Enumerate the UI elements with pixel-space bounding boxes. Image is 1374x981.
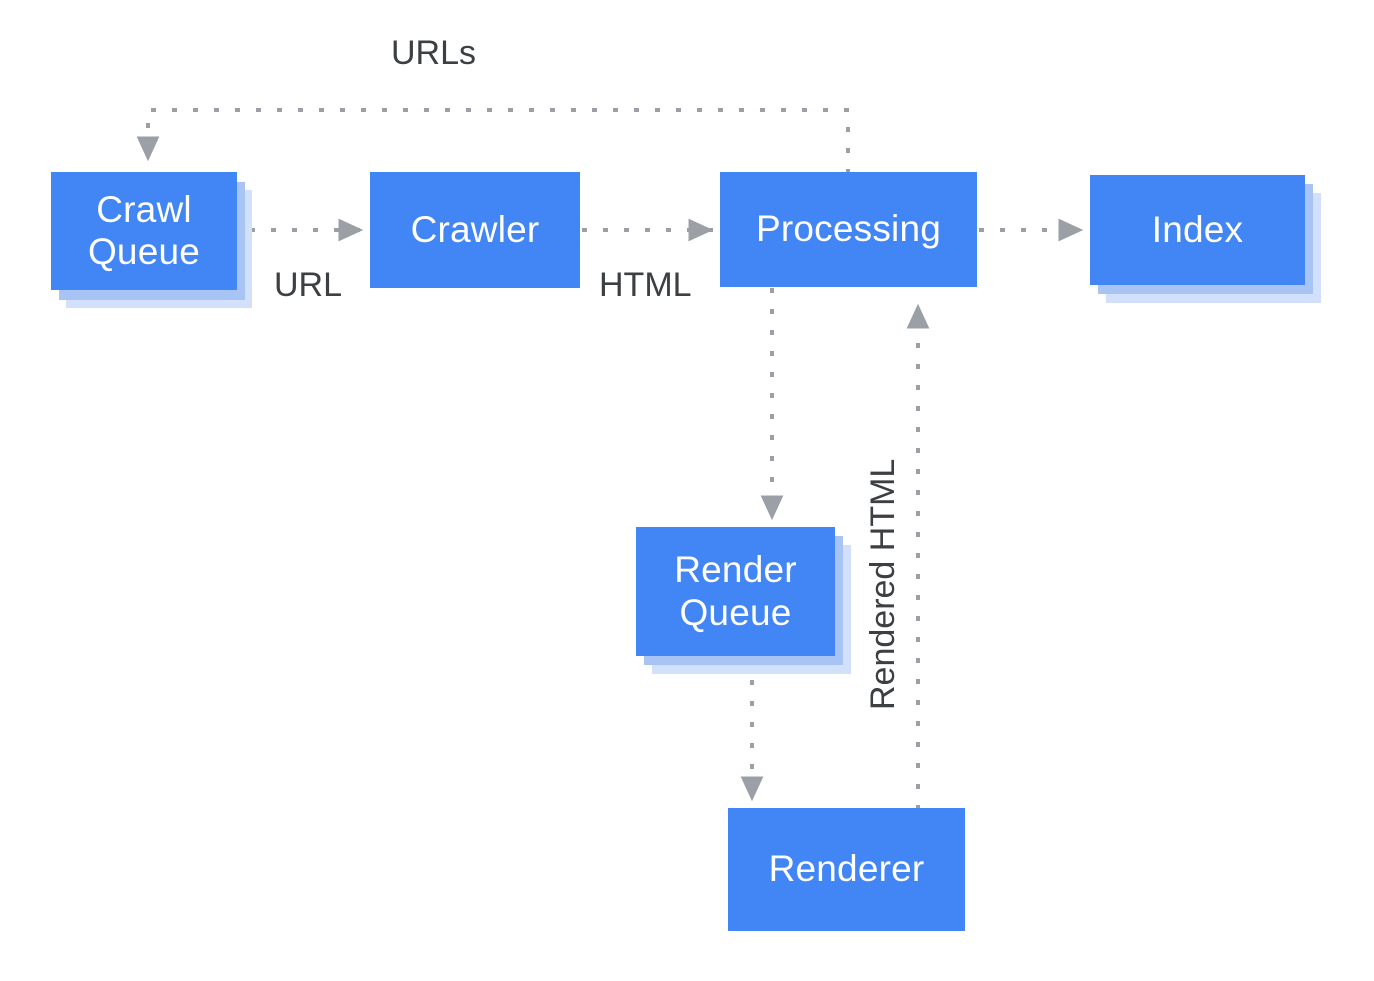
- node-crawl-queue[interactable]: Crawl Queue: [51, 172, 237, 290]
- node-render-queue-label-line1: Render: [674, 549, 797, 591]
- edge-label-rendered-html: Rendered HTML: [864, 456, 902, 712]
- node-crawl-queue-label-line1: Crawl: [96, 188, 192, 230]
- edge-label-html: HTML: [597, 266, 694, 304]
- node-index-label: Index: [1151, 208, 1244, 250]
- node-renderer[interactable]: Renderer: [728, 808, 965, 931]
- edge-label-url: URL: [272, 266, 345, 304]
- node-processing-label: Processing: [755, 208, 942, 250]
- node-renderer-label: Renderer: [768, 848, 925, 890]
- edge-urls: [136, 108, 850, 174]
- node-render-queue[interactable]: Render Queue: [636, 527, 835, 656]
- node-index[interactable]: Index: [1090, 175, 1305, 285]
- node-crawl-queue-label-line2: Queue: [87, 231, 201, 272]
- edge-label-urls: URLs: [389, 34, 479, 72]
- node-render-queue-label-line2: Queue: [679, 591, 792, 633]
- node-crawler-label: Crawler: [410, 208, 540, 250]
- node-processing[interactable]: Processing: [720, 172, 977, 287]
- node-crawler[interactable]: Crawler: [370, 172, 580, 288]
